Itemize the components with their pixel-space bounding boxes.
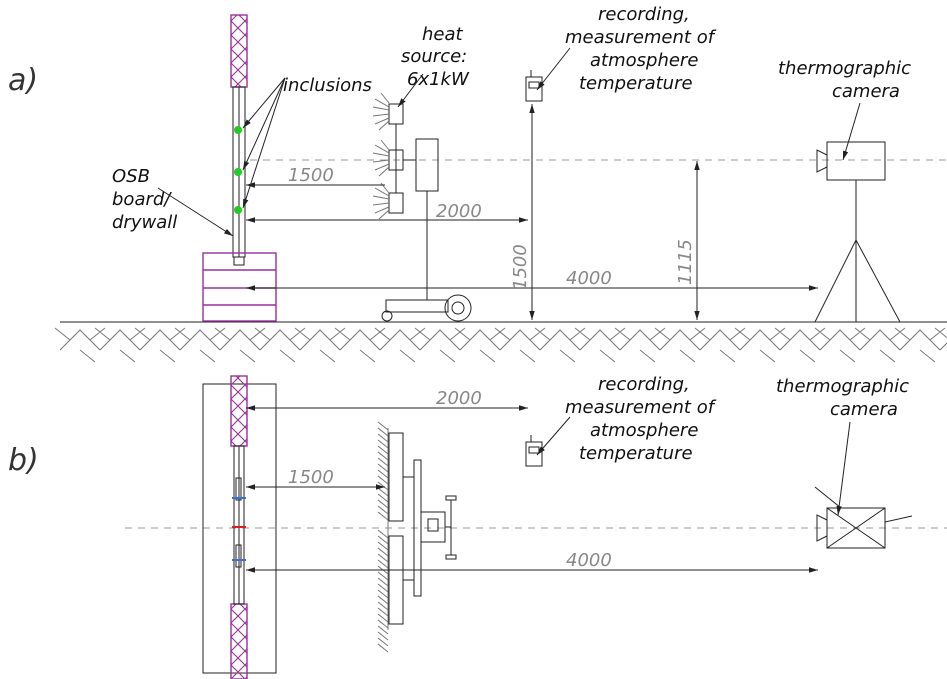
wall-specimen-b [202, 375, 277, 679]
dim-4000-a: 4000 [566, 268, 612, 289]
panel-b: b) [8, 374, 947, 679]
heat-source-label: heat source: 6x1kW [401, 24, 473, 90]
recording-device-b [525, 435, 543, 467]
dim-1500-b: 1500 [288, 467, 334, 488]
inclusion-marker [234, 126, 242, 134]
insulation-top-b [230, 375, 248, 447]
recording-device-a [525, 70, 543, 102]
heat-source-b [377, 421, 457, 653]
wall-specimen-a [230, 14, 248, 266]
dimensions-a: 1500 2000 4000 1500 1115 [246, 104, 818, 320]
recording-label-a: recording, measurement of atmosphere tem… [565, 4, 720, 94]
recording-label-b: recording, measurement of atmosphere tem… [565, 374, 720, 464]
thermographic-camera-b [814, 486, 913, 549]
pallet-base [202, 252, 277, 322]
inclusions-label: inclusions [283, 75, 372, 96]
dim-1115-vertical-a: 1115 [675, 239, 696, 285]
panel-b-label: b) [8, 443, 39, 478]
dim-2000-a: 2000 [436, 201, 482, 222]
ground [54, 321, 947, 363]
heat-source-a [372, 92, 472, 322]
panel-a: a) inclusions [8, 4, 947, 363]
insulation-top-a [230, 14, 248, 88]
dim-2000-b: 2000 [436, 388, 482, 409]
dim-1500-vertical-a: 1500 [510, 244, 531, 290]
inclusion-marker [234, 168, 242, 176]
inclusion-marker [234, 206, 242, 214]
thermographic-camera-a [814, 141, 901, 323]
dimensions-b: 2000 1500 4000 [246, 388, 818, 573]
insulation-bottom-b [230, 603, 248, 679]
camera-label-a: thermographic camera [778, 58, 917, 102]
dim-1500-a: 1500 [288, 165, 334, 186]
dim-4000-b: 4000 [566, 550, 612, 571]
panel-a-label: a) [8, 63, 38, 98]
osb-label: OSB board/ drywall [112, 166, 177, 233]
camera-label-b: thermographic camera [776, 376, 915, 420]
